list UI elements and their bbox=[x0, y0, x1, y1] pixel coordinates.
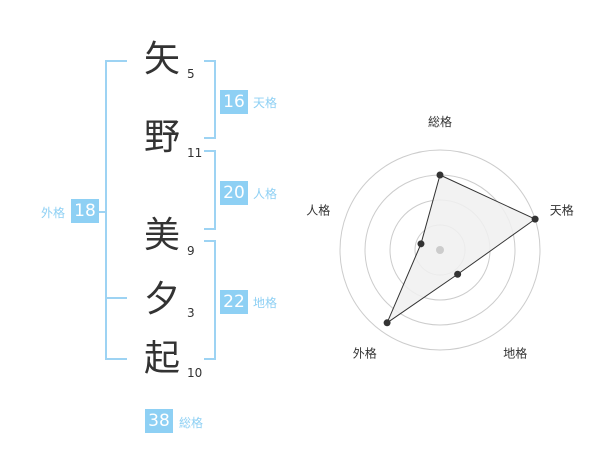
gaikaku-bracket-stub bbox=[96, 211, 105, 213]
gaikaku-bracket bbox=[105, 60, 127, 360]
gaikaku-bracket-tick bbox=[105, 297, 127, 299]
stroke-count-3: 9 bbox=[187, 244, 195, 258]
radar-point-3 bbox=[454, 270, 462, 278]
radar-point-4 bbox=[383, 319, 391, 327]
radar-axis-label-2: 天格 bbox=[550, 202, 574, 217]
stroke-count-1: 5 bbox=[187, 67, 195, 81]
name-char-2: 野 bbox=[143, 117, 180, 158]
radar-point-1 bbox=[436, 171, 444, 179]
radar-area bbox=[385, 174, 537, 325]
radar-axis-label-3: 地格 bbox=[503, 346, 527, 360]
tenkaku-value: 16 bbox=[220, 90, 248, 114]
radar-axis-label-4: 外格 bbox=[353, 346, 377, 360]
radar-center bbox=[436, 246, 444, 254]
radar-axis-label-5: 人格 bbox=[306, 202, 330, 217]
name-char-3: 美 bbox=[143, 215, 180, 256]
name-char-1: 矢 bbox=[143, 39, 180, 80]
jinkaku-value: 20 bbox=[220, 181, 248, 205]
tenkaku-bracket bbox=[204, 60, 216, 139]
jinkaku-bracket bbox=[204, 150, 216, 230]
radar-grid-ring bbox=[339, 149, 541, 351]
chikaku-value: 22 bbox=[220, 290, 248, 314]
soukaku-value: 38 bbox=[145, 409, 173, 433]
radar-point-5 bbox=[417, 240, 425, 248]
soukaku-label: 総格 bbox=[179, 416, 204, 430]
tenkaku-label: 天格 bbox=[253, 96, 278, 110]
radar-point-2 bbox=[531, 215, 539, 223]
gaikaku-bracket-tick-top bbox=[105, 190, 113, 192]
name-char-5: 起 bbox=[143, 338, 180, 379]
gaikaku-label: 外格 bbox=[41, 206, 66, 220]
chikaku-bracket bbox=[204, 240, 216, 360]
gaikaku-value: 18 bbox=[71, 199, 99, 223]
radar-axis-label-1: 総格 bbox=[428, 114, 452, 129]
name-char-4: 夕 bbox=[143, 279, 180, 320]
stroke-count-5: 10 bbox=[187, 366, 203, 380]
jinkaku-label: 人格 bbox=[253, 187, 278, 201]
stroke-count-4: 3 bbox=[187, 306, 195, 320]
stroke-count-2: 11 bbox=[187, 146, 203, 160]
chikaku-label: 地格 bbox=[253, 296, 278, 310]
